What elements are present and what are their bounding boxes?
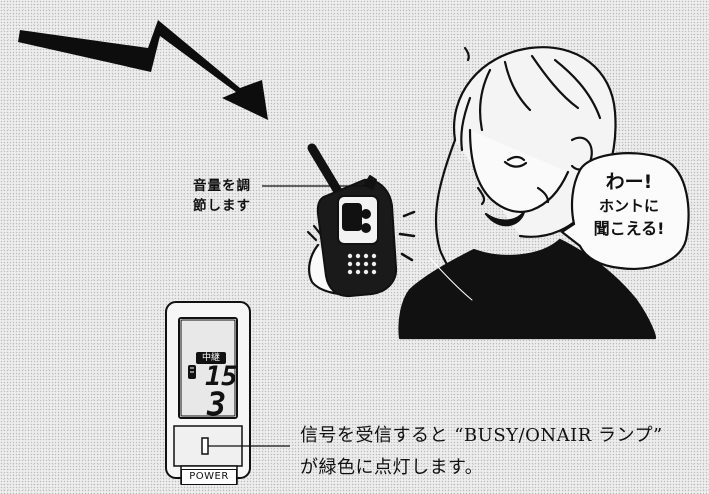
speech-line2: ホントに [598,197,659,215]
lcd-channel-number: 15 [205,361,238,392]
volume-callout-line1: 音量を調 [193,178,251,194]
volume-callout-line2: 節します [193,198,251,214]
speech-bubble [560,152,690,270]
power-button[interactable]: POWER [181,469,237,485]
lightning-bolt-icon [18,20,268,120]
busy-description-line2: が緑色に点灯します。 [300,457,484,478]
lcd-code-number: 3 [207,385,227,423]
busy-lamp-description: 信号を受信すると “BUSY/ONAIR ランプ” が緑色に点灯します。 [300,420,663,484]
speech-line3: 聞こえる! [593,219,665,238]
sound-lines [398,210,416,262]
radio-signal-icon [307,143,398,298]
speech-line1: わー! [605,171,653,193]
lcd-relay-badge: 中継 [196,352,226,364]
busy-description-line1: 信号を受信すると “BUSY/ONAIR ランプ” [300,425,663,446]
speech-bubble-text: わー! ホントに 聞こえる! [583,170,675,241]
volume-callout: 音量を調 節します [193,176,251,216]
